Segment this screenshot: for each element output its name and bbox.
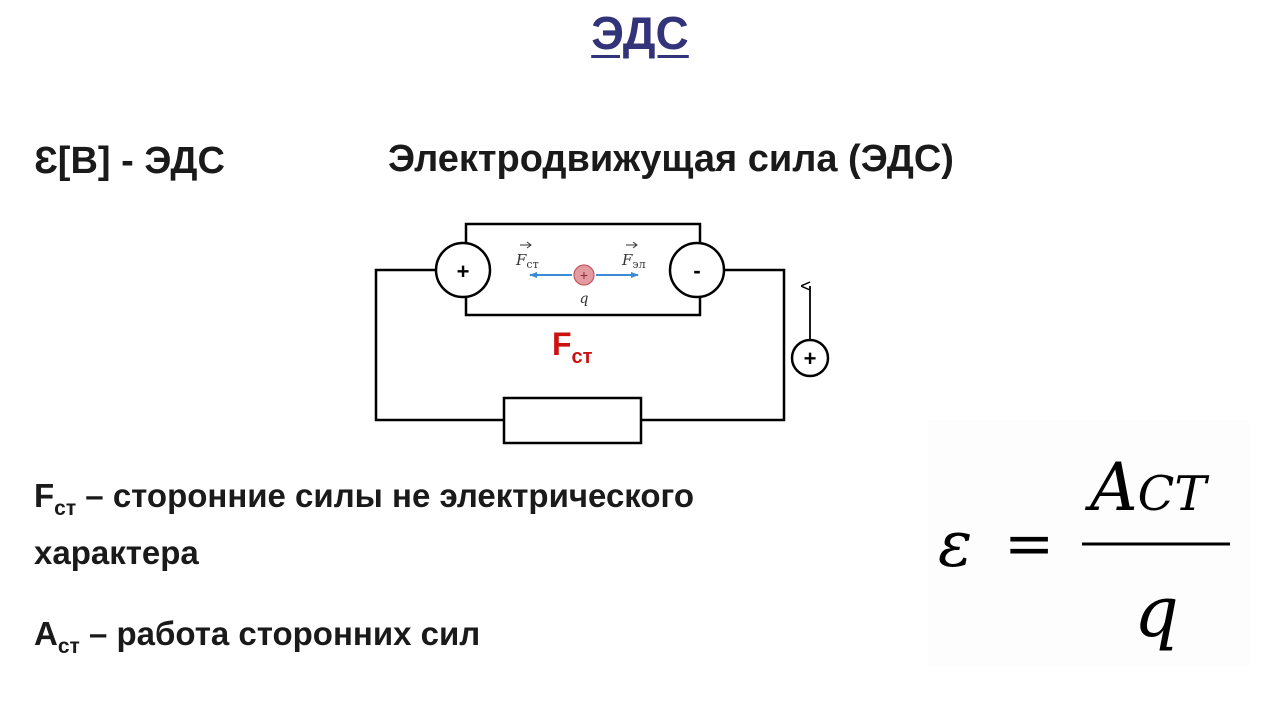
formula-denominator: q — [1134, 571, 1179, 653]
minus-terminal — [668, 241, 726, 299]
svg-text:Fст: Fст — [515, 251, 539, 271]
definition-f-symbol: F — [34, 477, 55, 514]
circuit-wire-right — [642, 268, 786, 422]
charge-sign: + — [580, 267, 588, 283]
formula-equals: = — [1004, 509, 1054, 579]
definition-f-sub: ст — [54, 497, 77, 520]
definition-a-text: – работа сторонних сил — [79, 615, 481, 652]
definition-f-text: – сторонние силы не электрического харак… — [34, 477, 695, 571]
emf-formula: ε = ACT q — [928, 420, 1250, 666]
formula-epsilon: ε — [938, 508, 972, 582]
definition-external-forces: Fст – сторонние силы не электрического х… — [34, 474, 854, 575]
charge — [573, 264, 595, 286]
plus-terminal — [434, 241, 492, 299]
force-label-right: Fэл — [621, 241, 646, 271]
definition-a-symbol: A — [34, 615, 58, 652]
circuit-diagram: + - Fст Fэл + q Fст + — [374, 222, 830, 445]
source-plus-marker — [790, 338, 830, 378]
slide-subtitle: Электродвижущая сила (ЭДС) — [388, 138, 954, 180]
definition-external-work: Aст – работа сторонних сил — [34, 612, 854, 669]
force-label-left: Fст — [515, 241, 539, 271]
resistor — [502, 396, 643, 445]
emf-unit-label: Ɛ[B] - ЭДС — [34, 140, 225, 182]
definition-a-sub: ст — [57, 635, 80, 658]
circuit-wire-left — [374, 268, 504, 422]
minus-terminal-sign: - — [693, 258, 700, 283]
fst-label: Fст — [552, 326, 593, 368]
charge-label: q — [580, 291, 589, 307]
formula-numerator: ACT — [1084, 449, 1209, 526]
page-title: ЭДС — [591, 7, 689, 59]
source-plus-sign: + — [804, 346, 817, 371]
svg-text:Fэл: Fэл — [621, 251, 646, 271]
plus-terminal-sign: + — [457, 259, 470, 284]
